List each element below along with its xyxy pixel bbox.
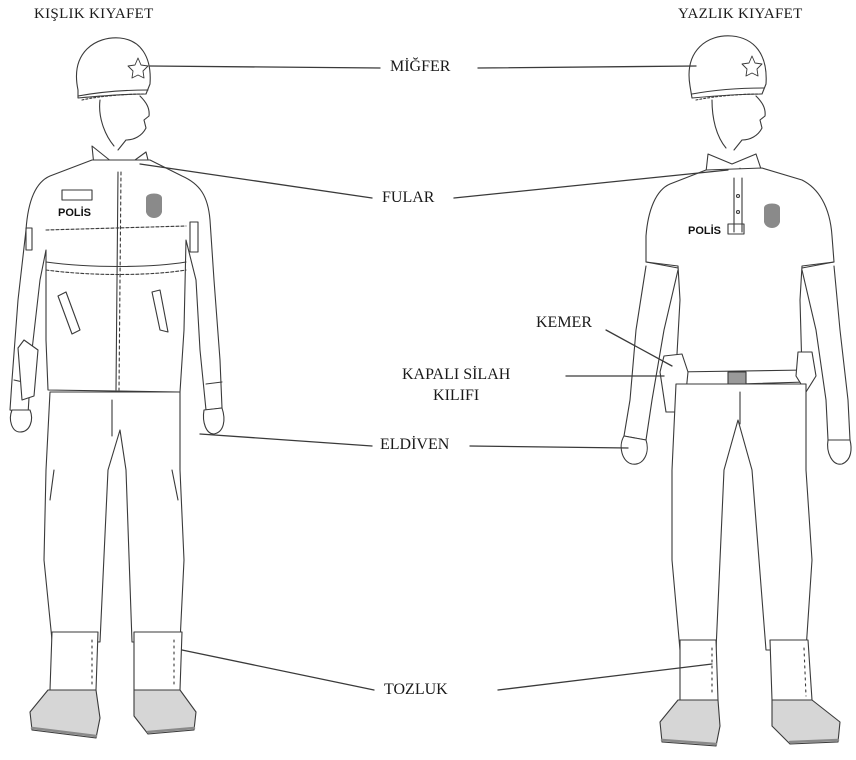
gaiters-leader-left — [182, 650, 374, 690]
helmet-leader-left — [150, 66, 380, 68]
holster-label-line2: KILIFI — [402, 385, 510, 406]
winter-shoulder-patch — [146, 194, 162, 219]
belt-label: KEMER — [532, 314, 596, 332]
gloves-leader-right — [470, 446, 628, 448]
summer-chest-badge-text: POLİS — [688, 224, 721, 237]
summer-shoulder-patch — [764, 204, 780, 229]
holster-label: KAPALI SİLAH KILIFI — [398, 364, 514, 406]
winter-helmet — [77, 38, 151, 100]
holster-label-line1: KAPALI SİLAH — [402, 364, 510, 385]
gloves-label: ELDİVEN — [376, 436, 453, 454]
winter-officer-figure: POLİS — [10, 38, 224, 738]
winter-right-gaiter — [134, 632, 182, 690]
summer-officer-figure: POLİS — [621, 36, 851, 746]
winter-right-glove — [203, 408, 223, 434]
summer-helmet — [689, 36, 766, 100]
gaiters-label: TOZLUK — [380, 681, 452, 699]
winter-chest-badge-text: POLİS — [58, 206, 91, 219]
helmet-leader-right — [478, 66, 696, 68]
winter-left-glove — [10, 410, 31, 432]
gloves-leader-left — [200, 434, 372, 446]
winter-left-gaiter — [50, 632, 98, 690]
summer-uniform-heading: YAZLIK KIYAFET — [678, 6, 803, 23]
scarf-label: FULAR — [378, 189, 438, 207]
winter-uniform-heading: KIŞLIK KIYAFET — [34, 6, 154, 23]
helmet-label: MİĞFER — [386, 58, 454, 76]
